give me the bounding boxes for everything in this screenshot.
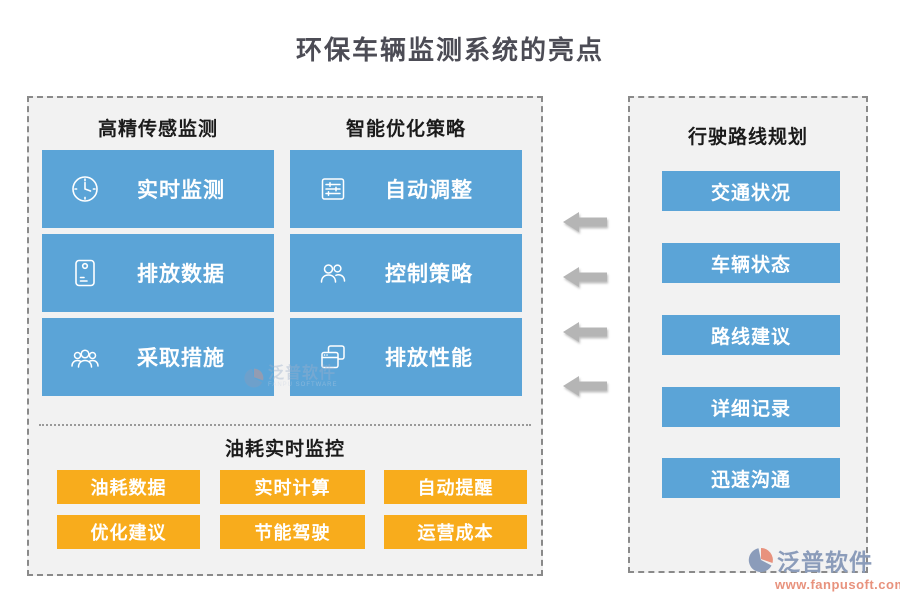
- logo-brand-text: 泛普软件: [777, 549, 873, 575]
- node-vehicle-status[interactable]: 车辆状态: [662, 243, 840, 283]
- route-planning-panel: 行驶路线规划 交通状况 车辆状态 路线建议 详细记录 迅速沟通: [628, 96, 868, 573]
- two-people-icon: [316, 256, 350, 290]
- section-divider: [39, 424, 531, 426]
- left-arrow-icon: [563, 266, 609, 288]
- windows-icon: [316, 340, 350, 374]
- node-label: 采取措施: [137, 347, 225, 370]
- node-label: 自动调整: [385, 179, 473, 202]
- node-label: 实时监测: [137, 179, 225, 202]
- node-emission-performance[interactable]: 排放性能: [290, 318, 522, 396]
- column-header-sensor: 高精传感监测: [97, 119, 218, 140]
- node-optimize-advice[interactable]: 优化建议: [57, 515, 200, 549]
- left-arrow-icon: [563, 375, 609, 397]
- route-panel-header: 行驶路线规划: [687, 127, 808, 148]
- node-emission-data[interactable]: 排放数据: [42, 234, 274, 312]
- left-arrow-icon: [563, 321, 609, 343]
- node-control-strategy[interactable]: 控制策略: [290, 234, 522, 312]
- node-take-measures[interactable]: 采取措施: [42, 318, 274, 396]
- form-sliders-icon: [316, 172, 350, 206]
- fuel-section-header: 油耗实时监控: [224, 439, 345, 460]
- node-label: 控制策略: [385, 263, 473, 286]
- node-traffic-status[interactable]: 交通状况: [662, 171, 840, 211]
- node-label: 排放性能: [385, 347, 473, 370]
- people-group-icon: [68, 340, 102, 374]
- node-detailed-record[interactable]: 详细记录: [662, 387, 840, 427]
- column-header-strategy: 智能优化策略: [345, 119, 466, 140]
- node-quick-communication[interactable]: 迅速沟通: [662, 458, 840, 498]
- page-title: 环保车辆监测系统的亮点: [295, 35, 604, 65]
- left-arrow-icon: [563, 211, 609, 233]
- node-auto-reminder[interactable]: 自动提醒: [384, 470, 527, 504]
- node-operating-cost[interactable]: 运营成本: [384, 515, 527, 549]
- node-eco-driving[interactable]: 节能驾驶: [220, 515, 365, 549]
- node-label: 排放数据: [137, 263, 225, 286]
- logo-url-text: www.fanpusoft.com: [775, 577, 900, 592]
- node-realtime-monitoring[interactable]: 实时监测: [42, 150, 274, 228]
- node-route-advice[interactable]: 路线建议: [662, 315, 840, 355]
- fanpu-logo-icon: [747, 546, 775, 574]
- node-auto-adjust[interactable]: 自动调整: [290, 150, 522, 228]
- node-fuel-data[interactable]: 油耗数据: [57, 470, 200, 504]
- fanpu-logo: 泛普软件 www.fanpusoft.com: [747, 543, 900, 592]
- node-realtime-calc[interactable]: 实时计算: [220, 470, 365, 504]
- monitoring-panel: 高精传感监测 智能优化策略 实时监测 排放数据: [27, 96, 543, 576]
- envelope-icon: [68, 256, 102, 290]
- clock-icon: [68, 172, 102, 206]
